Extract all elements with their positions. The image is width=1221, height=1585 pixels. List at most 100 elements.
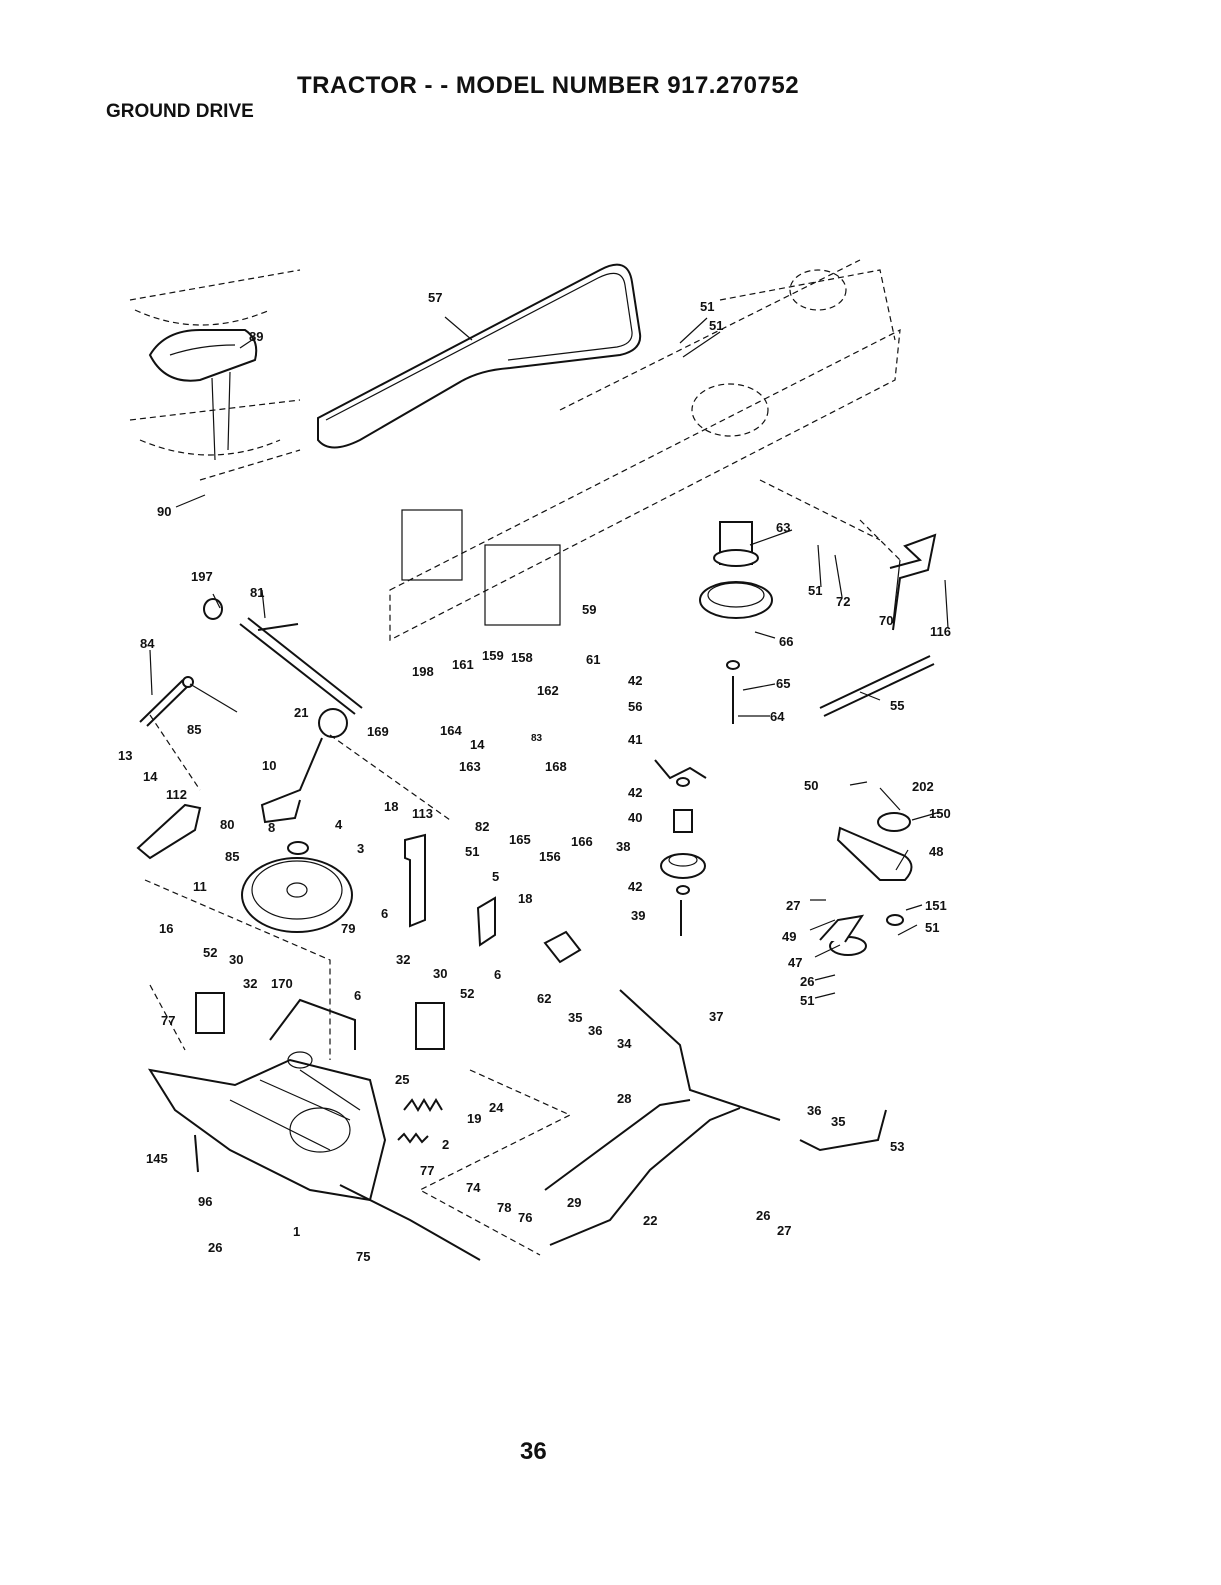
bolt-145	[194, 1134, 199, 1173]
callout-197: 197	[191, 569, 213, 584]
callout-1: 1	[293, 1224, 300, 1239]
callout-51e: 51	[925, 920, 939, 935]
frame-plate-left	[401, 509, 463, 581]
bracket-70	[889, 533, 937, 631]
callout-38: 38	[616, 839, 630, 854]
callout-81: 81	[250, 585, 264, 600]
callout-16: 16	[159, 921, 173, 936]
callout-83: 83	[531, 733, 543, 744]
callout-47: 47	[788, 955, 802, 970]
callout-59: 59	[582, 602, 596, 617]
idler-spindle-63	[699, 521, 773, 619]
callout-202: 202	[912, 779, 934, 794]
callout-79: 79	[341, 921, 355, 936]
callout-56: 56	[628, 699, 642, 714]
callout-74: 74	[466, 1180, 481, 1195]
callout-22: 22	[643, 1213, 657, 1228]
callout-34: 34	[617, 1036, 632, 1051]
bracket-113	[404, 833, 426, 928]
callout-5: 5	[492, 869, 499, 884]
callout-113: 113	[412, 806, 433, 821]
rod-53	[799, 1109, 887, 1152]
callout-170: 170	[271, 976, 293, 991]
callout-158: 158	[511, 650, 533, 665]
callout-6a: 6	[381, 906, 388, 921]
callout-166: 166	[571, 834, 593, 849]
callout-165: 165	[509, 832, 531, 847]
frame-plate-mid	[484, 544, 561, 626]
callout-29: 29	[567, 1195, 581, 1210]
callout-76: 76	[518, 1210, 532, 1225]
callout-198: 198	[412, 664, 434, 679]
guide-line-b	[149, 984, 186, 1051]
rod-22	[549, 1107, 741, 1246]
callout-57: 57	[428, 290, 442, 305]
callout-150: 150	[929, 806, 951, 821]
callout-85b: 85	[225, 849, 239, 864]
callout-26b: 26	[756, 1208, 770, 1223]
callout-48: 48	[929, 844, 943, 859]
callout-78: 78	[497, 1200, 511, 1215]
callout-51d: 51	[808, 583, 822, 598]
callout-62: 62	[537, 991, 551, 1006]
section-heading: GROUND DRIVE	[106, 101, 254, 122]
callout-30a: 30	[229, 952, 243, 967]
callout-8: 8	[268, 820, 275, 835]
callout-27b: 27	[786, 898, 800, 913]
page-title: TRACTOR - - MODEL NUMBER 917.270752	[297, 72, 800, 99]
callout-10: 10	[262, 758, 276, 773]
callout-168: 168	[545, 759, 567, 774]
callout-61: 61	[586, 652, 600, 667]
callout-77a: 77	[161, 1013, 175, 1028]
callout-163: 163	[459, 759, 481, 774]
callout-35a: 35	[568, 1010, 582, 1025]
callout-164: 164	[440, 723, 462, 738]
rod-84	[139, 676, 238, 727]
callout-18a: 18	[384, 799, 398, 814]
callout-6c: 6	[354, 988, 361, 1003]
callout-63: 63	[776, 520, 790, 535]
callout-28: 28	[617, 1091, 631, 1106]
bracket-80	[136, 803, 202, 860]
spring-25	[403, 1098, 443, 1112]
callout-6b: 6	[494, 967, 501, 982]
leader-lines	[149, 316, 949, 999]
callout-66: 66	[779, 634, 793, 649]
callout-51a: 51	[465, 844, 479, 859]
callout-41: 41	[628, 732, 642, 747]
knob-21	[318, 708, 348, 738]
bushing-62	[543, 930, 582, 964]
fender-pan-89	[148, 329, 258, 461]
callout-161: 161	[452, 657, 474, 672]
frame-outline	[129, 259, 901, 641]
callout-90: 90	[157, 504, 171, 519]
bracket-30-left	[195, 992, 225, 1034]
callout-42a: 42	[628, 673, 642, 688]
callout-151: 151	[925, 898, 947, 913]
callout-145: 145	[146, 1151, 168, 1166]
guide-line-c	[418, 1069, 572, 1256]
callout-96: 96	[198, 1194, 212, 1209]
bracket-49	[819, 914, 865, 943]
callout-84: 84	[140, 636, 155, 651]
drive-belt-57	[317, 263, 642, 449]
callout-156: 156	[539, 849, 561, 864]
callout-53: 53	[890, 1139, 904, 1154]
pulley-38-stack	[660, 777, 706, 936]
spring-2	[397, 1132, 429, 1144]
callout-49: 49	[782, 929, 796, 944]
callout-85a: 85	[187, 722, 201, 737]
callout-3: 3	[357, 841, 364, 856]
callout-52a: 52	[203, 945, 217, 960]
callout-77b: 77	[420, 1163, 434, 1178]
bracket-30-right	[415, 1002, 445, 1050]
callout-40: 40	[628, 810, 642, 825]
belt-guide-41	[654, 759, 707, 780]
callout-89: 89	[249, 329, 263, 344]
callout-159: 159	[482, 648, 504, 663]
callout-169: 169	[367, 724, 389, 739]
guide-line-d	[329, 734, 451, 821]
callout-26a: 26	[208, 1240, 222, 1255]
lever-rod-8	[260, 737, 323, 824]
